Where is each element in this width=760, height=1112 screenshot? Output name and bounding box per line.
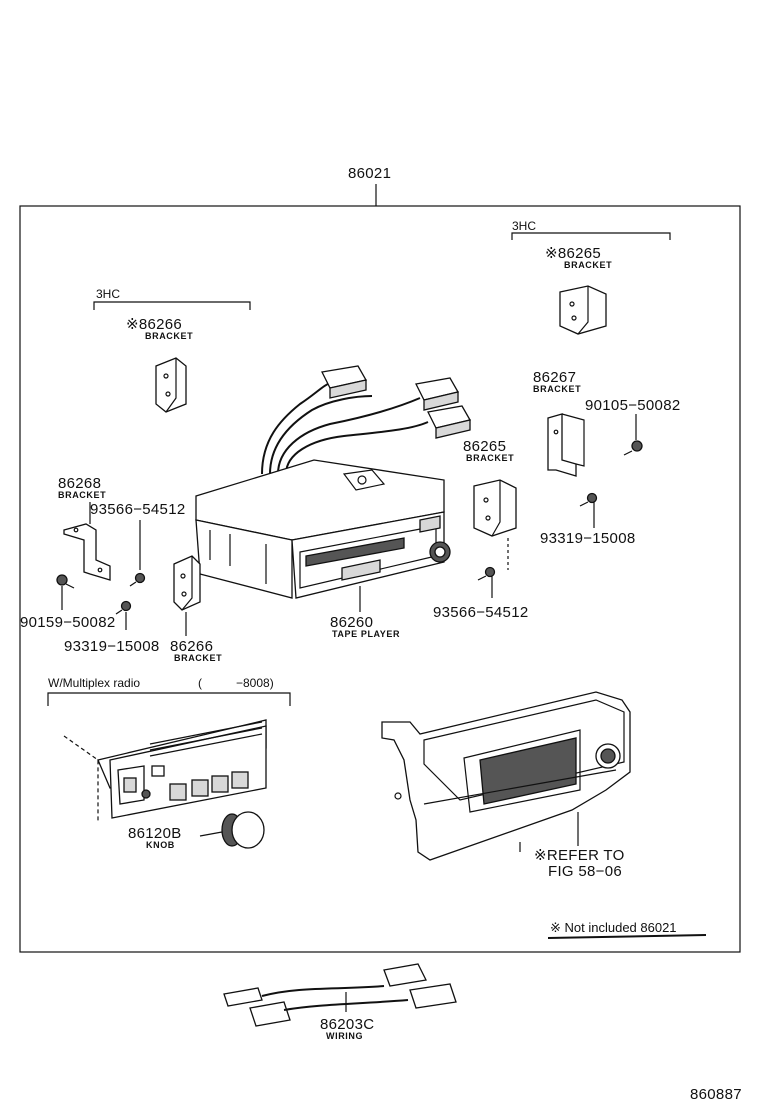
part-86265-mid-number: 86265 bbox=[463, 438, 506, 455]
part-86267-name: BRACKET bbox=[533, 384, 581, 394]
screw-93566-right-drawing bbox=[477, 566, 496, 581]
part-86260-number: 86260 bbox=[330, 614, 373, 631]
bezel-drawing bbox=[381, 691, 631, 861]
group-multiplex-label: W/Multiplex radio bbox=[48, 676, 140, 690]
part-86120b-name: KNOB bbox=[146, 840, 175, 850]
part-93319-right-number: 93319−15008 bbox=[540, 530, 635, 547]
assembly-frame bbox=[19, 205, 741, 953]
tape-player-86260-drawing bbox=[195, 459, 451, 599]
bracket-86265-mid-drawing bbox=[473, 479, 517, 570]
part-86265-mid-name: BRACKET bbox=[466, 453, 514, 463]
multiplex-radio-drawing bbox=[63, 719, 267, 822]
group-3hc-right-bracket-line bbox=[511, 232, 671, 240]
part-86265-top-name: BRACKET bbox=[564, 260, 612, 270]
part-86268-number: 86268 bbox=[58, 475, 101, 492]
part-86120b-number: 86120B bbox=[128, 825, 182, 842]
refer-line-1: ※REFER TO bbox=[534, 847, 625, 864]
bracket-86268-drawing bbox=[63, 523, 111, 581]
part-86268-name: BRACKET bbox=[58, 490, 106, 500]
part-86266-top-name: BRACKET bbox=[145, 331, 193, 341]
footnote-underline bbox=[547, 934, 707, 939]
part-90159-number: 90159−50082 bbox=[20, 614, 115, 631]
bracket-86266-bottom-drawing bbox=[173, 555, 201, 611]
screw-93319-right-drawing bbox=[579, 492, 598, 507]
knob-86120b-drawing bbox=[199, 811, 265, 849]
assembly-number: 86021 bbox=[348, 165, 391, 182]
group-3hc-left-bracket-line bbox=[93, 301, 251, 310]
bracket-86267-drawing bbox=[547, 413, 585, 477]
part-90105-number: 90105−50082 bbox=[585, 397, 680, 414]
screw-90159-drawing bbox=[56, 574, 75, 589]
bracket-86266-top-drawing bbox=[155, 357, 187, 413]
part-86265-top-number: ※86265 bbox=[545, 245, 601, 262]
screw-93319-left-drawing bbox=[115, 600, 132, 615]
part-86266-bottom-number: 86266 bbox=[170, 638, 213, 655]
part-86260-name: TAPE PLAYER bbox=[332, 629, 400, 639]
group-3hc-left-label: 3HC bbox=[96, 287, 120, 301]
part-86267-number: 86267 bbox=[533, 369, 576, 386]
group-multiplex: W/Multiplex radio ( −8008) 86120B KNOB bbox=[47, 676, 291, 850]
screw-90105-drawing bbox=[623, 440, 643, 456]
footnote-not-included: ※ Not included 86021 bbox=[550, 920, 677, 935]
group-multiplex-range-open: ( bbox=[198, 676, 202, 690]
bracket-86265-top-drawing bbox=[559, 285, 607, 335]
part-86266-bottom-name: BRACKET bbox=[174, 653, 222, 663]
part-93319-left-number: 93319−15008 bbox=[64, 638, 159, 655]
group-3hc-right: 3HC ※86265 BRACKET bbox=[511, 219, 671, 335]
refer-line-2: FIG 58−06 bbox=[548, 863, 622, 880]
group-3hc-right-label: 3HC bbox=[512, 219, 536, 233]
part-93566-right-number: 93566−54512 bbox=[433, 604, 528, 621]
part-93566-left-number: 93566−54512 bbox=[90, 501, 185, 518]
screw-93566-left-drawing bbox=[129, 572, 146, 587]
part-86203c-name: WIRING bbox=[326, 1031, 363, 1041]
group-multiplex-bracket-line bbox=[47, 692, 291, 706]
wiring-86203c-drawing bbox=[223, 963, 457, 1027]
group-multiplex-range-close: −8008) bbox=[236, 676, 274, 690]
group-3hc-left: 3HC ※86266 BRACKET bbox=[93, 287, 251, 413]
tape-player-wiring-drawing bbox=[261, 365, 471, 475]
part-86266-top-number: ※86266 bbox=[126, 316, 182, 333]
diagram-id: 860887 bbox=[690, 1086, 742, 1103]
part-86203c-number: 86203C bbox=[320, 1016, 374, 1033]
